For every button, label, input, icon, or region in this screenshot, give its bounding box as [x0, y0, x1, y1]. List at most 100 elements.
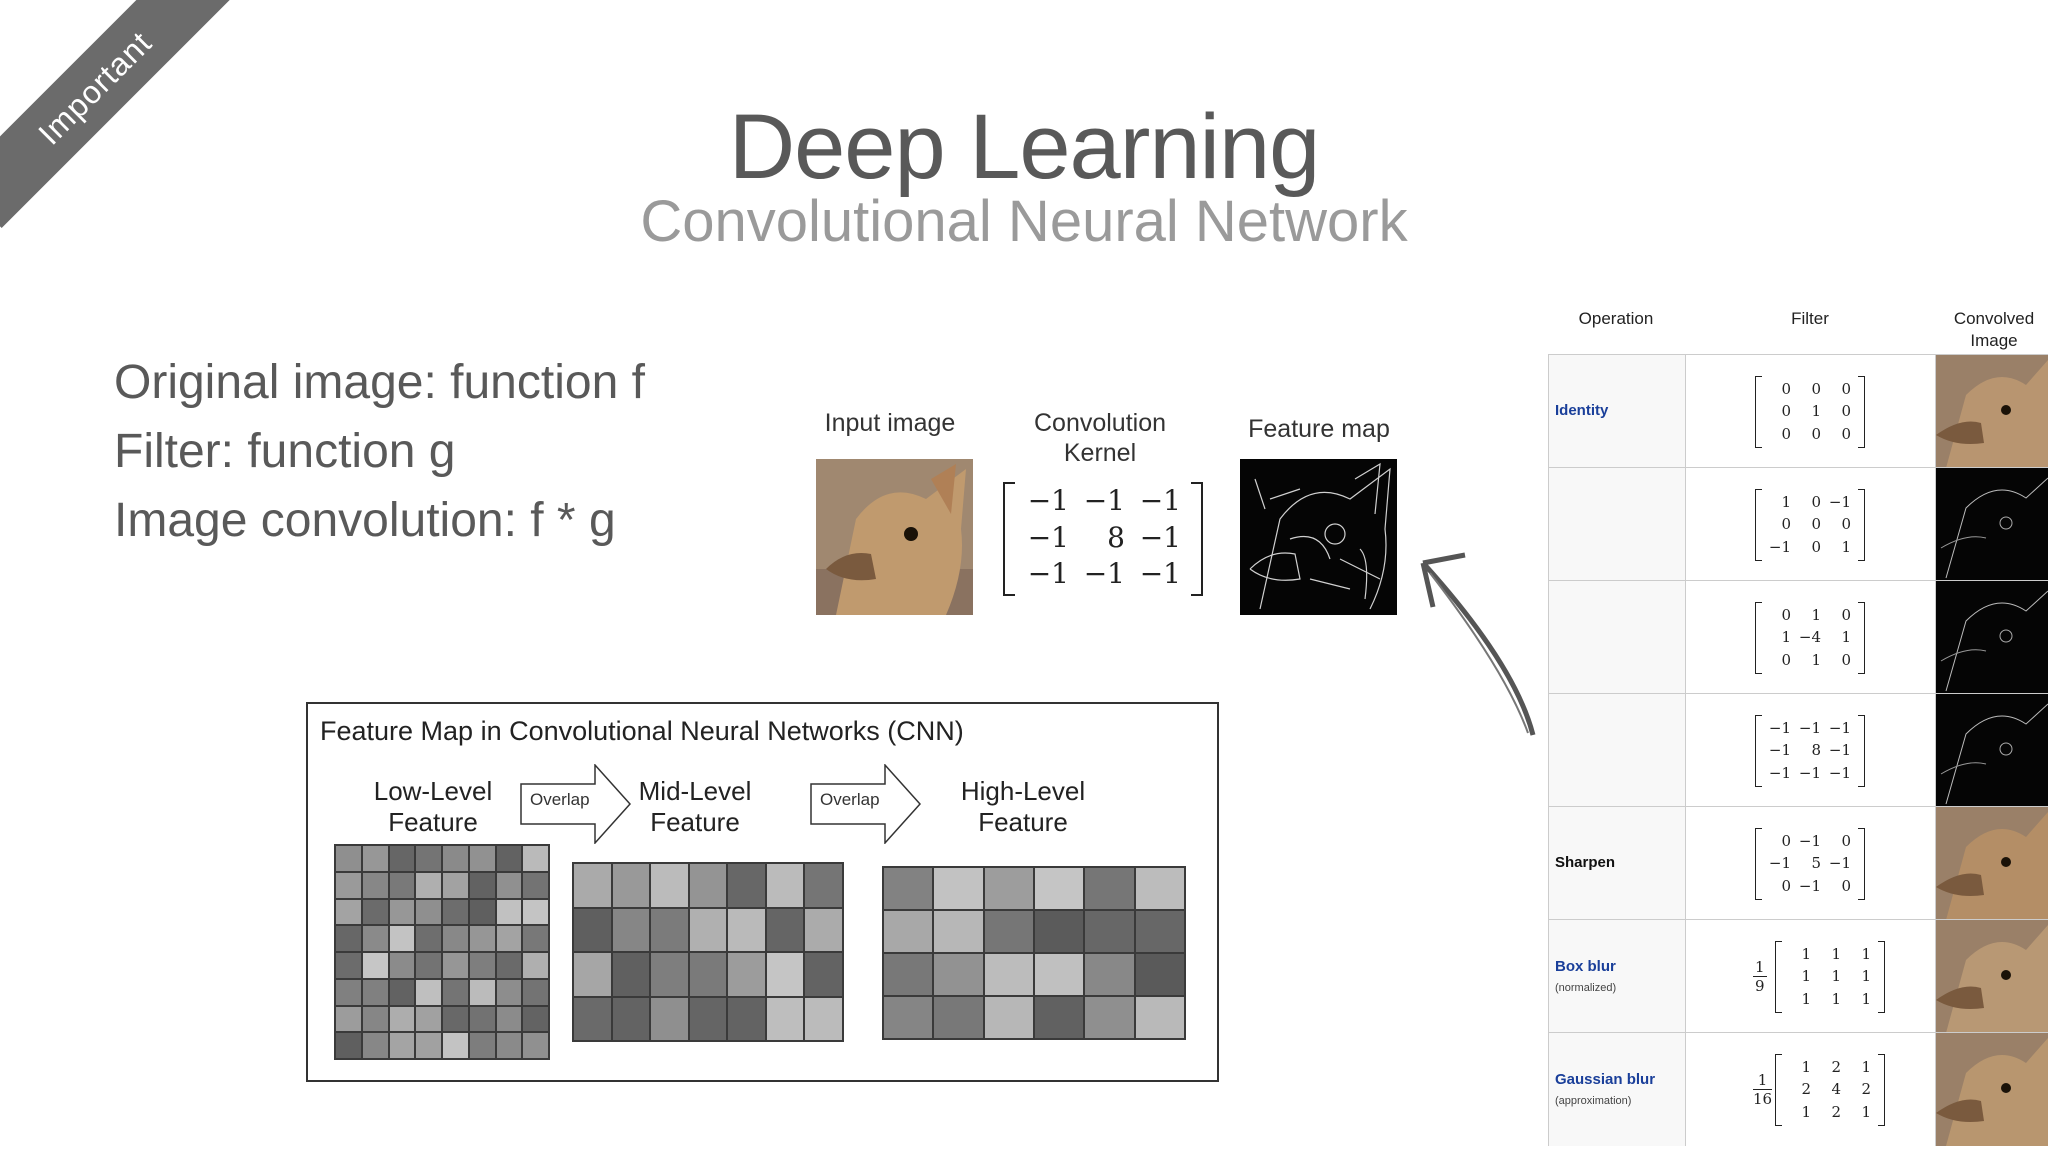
feature-tile	[496, 926, 522, 951]
feature-tile	[443, 846, 468, 871]
feature-tile	[469, 926, 495, 951]
kernel-cell: −1	[1139, 520, 1181, 554]
feature-tile	[574, 953, 611, 996]
matrix-cell: 1	[1801, 944, 1811, 963]
matrix-cell: 0	[1781, 876, 1791, 895]
feature-tile	[416, 899, 441, 925]
input-image	[816, 459, 973, 615]
convolved-image	[1936, 694, 2048, 807]
feature-tile	[416, 846, 441, 871]
feature-tile	[934, 997, 983, 1038]
header-operation: Operation	[1578, 309, 1654, 328]
matrix-cell: 0	[1841, 605, 1851, 624]
feature-tile	[1034, 954, 1084, 995]
matrix-cell: 0	[1781, 650, 1791, 669]
matrix-cell: −1	[1768, 763, 1791, 782]
feature-tile	[574, 997, 611, 1040]
kernel-label: Convolution Kernel	[1005, 408, 1195, 468]
feature-tile	[1085, 954, 1134, 995]
low-level-line1: Low-Level	[373, 776, 493, 806]
matrix-cell: 0	[1781, 402, 1791, 421]
feature-tile	[984, 868, 1033, 909]
operation-name: Identity	[1555, 402, 1609, 419]
feature-tile	[389, 953, 415, 978]
matrix-cell: 0	[1781, 831, 1791, 850]
feature-tile	[523, 872, 548, 898]
feature-tile	[612, 997, 650, 1040]
feature-tile	[336, 899, 361, 925]
feature-tile	[336, 1033, 361, 1058]
matrix-cell: 0	[1781, 515, 1791, 534]
matrix-cell: 1	[1801, 989, 1811, 1008]
matrix-cell: 1	[1811, 605, 1821, 624]
matrix-cell: −1	[1768, 718, 1791, 737]
feature-tile	[416, 979, 441, 1005]
feature-tile	[336, 846, 361, 871]
header-convolved-image: Convolved Image	[1940, 308, 2048, 352]
feature-tile	[805, 953, 842, 996]
fraction-numerator: 1	[1753, 1071, 1773, 1090]
convolved-image	[1936, 355, 2048, 468]
feature-tile	[496, 979, 522, 1005]
feature-tile	[766, 953, 804, 996]
matrix-cell: 2	[1801, 1080, 1811, 1099]
feature-tile	[805, 908, 842, 951]
feature-tile	[336, 953, 361, 978]
convolved-image	[1936, 468, 2048, 581]
feature-tile	[612, 953, 650, 996]
convolved-image	[1936, 920, 2048, 1033]
feature-tile	[523, 953, 548, 978]
bullet-item: Filter: function g	[114, 425, 456, 478]
feature-tile	[362, 846, 388, 871]
feature-tile	[469, 872, 495, 898]
matrix-cell: 1	[1801, 1057, 1811, 1076]
feature-tile	[1135, 997, 1184, 1038]
feature-tile	[362, 872, 388, 898]
feature-tile	[689, 997, 727, 1040]
kernel-cell: −1	[1083, 484, 1125, 517]
feature-tile	[389, 1033, 415, 1058]
feature-tile	[884, 997, 933, 1038]
kernel-cell: −1	[1083, 557, 1125, 591]
kernel-cell: −1	[1027, 520, 1069, 554]
matrix-cell: 2	[1861, 1080, 1871, 1099]
feature-tile	[1085, 868, 1134, 909]
feature-tile	[362, 1006, 388, 1032]
feature-tile	[443, 899, 468, 925]
feature-tile	[805, 997, 842, 1040]
slide-title: Deep Learning	[728, 96, 1321, 198]
feature-tile	[362, 953, 388, 978]
operation-cell	[1548, 694, 1686, 807]
matrix-cell: 1	[1841, 628, 1851, 647]
convolved-image	[1936, 581, 2048, 694]
cnn-figure-title: Feature Map in Convolutional Neural Netw…	[320, 716, 964, 746]
matrix-cell: 0	[1781, 605, 1791, 624]
low-level-line2: Feature	[388, 807, 478, 837]
matrix-cell: −1	[1768, 537, 1791, 556]
feature-tile	[651, 953, 688, 996]
matrix-cell: −1	[1768, 854, 1791, 873]
feature-tile	[984, 954, 1033, 995]
kernel-cell: −1	[1027, 484, 1069, 517]
feature-tile	[1034, 997, 1084, 1038]
high-level-line2: Feature	[978, 807, 1068, 837]
feature-map-label: Feature map	[1248, 415, 1390, 443]
feature-tile	[362, 979, 388, 1005]
matrix-cell: 2	[1831, 1102, 1841, 1121]
operation-cell: Box blur(normalized)	[1548, 920, 1686, 1033]
feature-tile	[1034, 911, 1084, 952]
matrix-cell: 1	[1841, 537, 1851, 556]
matrix-cell: −1	[1798, 763, 1821, 782]
matrix-cell: −1	[1828, 718, 1851, 737]
operation-name: Sharpen	[1555, 854, 1616, 871]
feature-tile	[728, 864, 765, 907]
matrix-cell: 0	[1811, 537, 1821, 556]
feature-tile	[389, 846, 415, 871]
